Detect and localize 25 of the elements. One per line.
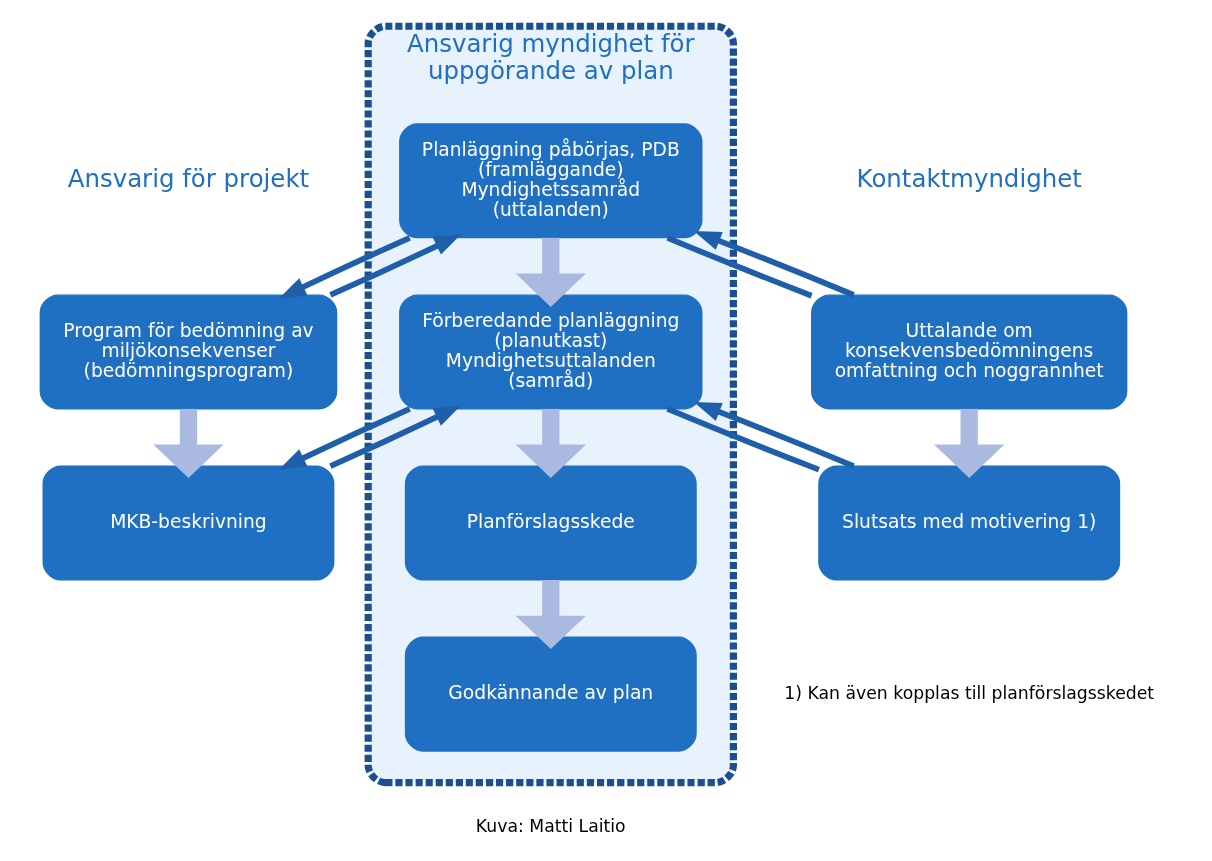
arrow — [515, 408, 586, 478]
node-box: Förberedande planläggning (planutkast) Myndighetsuttalanden (samråd) — [398, 293, 702, 409]
connector — [665, 405, 820, 472]
label: 1) Kan även kopplas till planförslagsskedet — [783, 682, 1154, 703]
connector — [665, 234, 813, 298]
arrow — [278, 234, 411, 299]
arrow — [278, 405, 411, 470]
arrow — [152, 408, 224, 478]
node-box: Program för bedömning av miljökonsekvenser (bedömningsprogram) — [39, 293, 337, 409]
arrow — [693, 230, 855, 298]
label: Ansvarig för projekt — [67, 163, 309, 193]
node-box: Uttalande om konsekvensbedömningens omfattning och noggrannhet — [810, 293, 1127, 409]
node-box: MKB-beskrivning — [42, 465, 334, 581]
node-box: Slutsats med motivering 1) — [817, 465, 1120, 581]
label: Kontaktmyndighet — [856, 163, 1082, 193]
node-box: Planläggning påbörjas, PDB (framläggande) Myndighetssamråd (uttalanden) — [398, 122, 702, 238]
arrow — [693, 401, 855, 469]
label: Kuva: Matti Laitio — [475, 815, 626, 836]
node-box: Planförslagsskede — [404, 465, 697, 581]
arrow — [328, 233, 461, 298]
node-box: Godkännande av plan — [404, 636, 697, 752]
arrow — [328, 404, 461, 469]
arrow — [515, 237, 586, 307]
arrow — [933, 408, 1004, 478]
arrow — [515, 579, 586, 649]
